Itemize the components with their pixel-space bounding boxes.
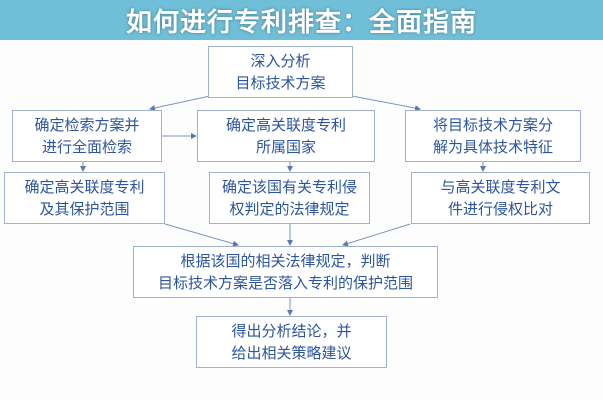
node-scope: 确定高关联度专利 及其保护范围 [4,172,165,224]
node-judge: 根据该国的相关法律规定，判断 目标技术方案是否落入专利的保护范围 [133,246,438,298]
node-text: 确定检索方案并 [34,116,140,134]
node-text: 得出分析结论，并 [231,322,352,340]
node-compare: 与高关联度专利文 件进行侵权比对 [411,172,590,224]
node-text: 所属国家 [255,138,316,156]
arrow-scope-to-judge [164,223,239,247]
node-text: 目标技术方案是否落入专利的保护范围 [157,274,413,292]
node-text: 确定该国有关专利侵 [221,178,357,196]
node-text: 将目标技术方案分 [432,116,553,134]
node-text: 权判定的法律规定 [229,200,350,218]
node-text: 及其保护范围 [39,200,130,218]
node-text: 深入分析 [250,52,311,70]
node-analyze: 深入分析 目标技术方案 [208,46,353,98]
title: 如何进行专利排查：全面指南 [125,7,477,38]
node-country: 确定高关联度专利 所属国家 [197,110,375,162]
node-text: 进行全面检索 [41,138,132,156]
node-text: 件进行侵权比对 [447,200,553,218]
node-text: 确定高关联度专利 [24,178,145,196]
node-law: 确定该国有关专利侵 权判定的法律规定 [209,172,370,224]
node-search: 确定检索方案并 进行全面检索 [12,110,162,162]
node-text: 确定高关联度专利 [225,116,346,134]
node-conclusion: 得出分析结论，并 给出相关策略建议 [196,316,387,368]
arrow-compare-to-judge [342,223,411,247]
arrow-top-to-search [149,95,211,111]
title-banner: 如何进行专利排查：全面指南 [0,0,603,40]
arrow-top-to-decompose [351,95,421,112]
node-text: 根据该国的相关法律规定，判断 [180,252,391,270]
node-decompose: 将目标技术方案分 解为具体技术特征 [405,110,581,162]
node-text: 与高关联度专利文 [440,178,561,196]
node-text: 给出相关策略建议 [231,344,352,362]
node-text: 目标技术方案 [235,74,326,92]
node-text: 解为具体技术特征 [432,138,553,156]
